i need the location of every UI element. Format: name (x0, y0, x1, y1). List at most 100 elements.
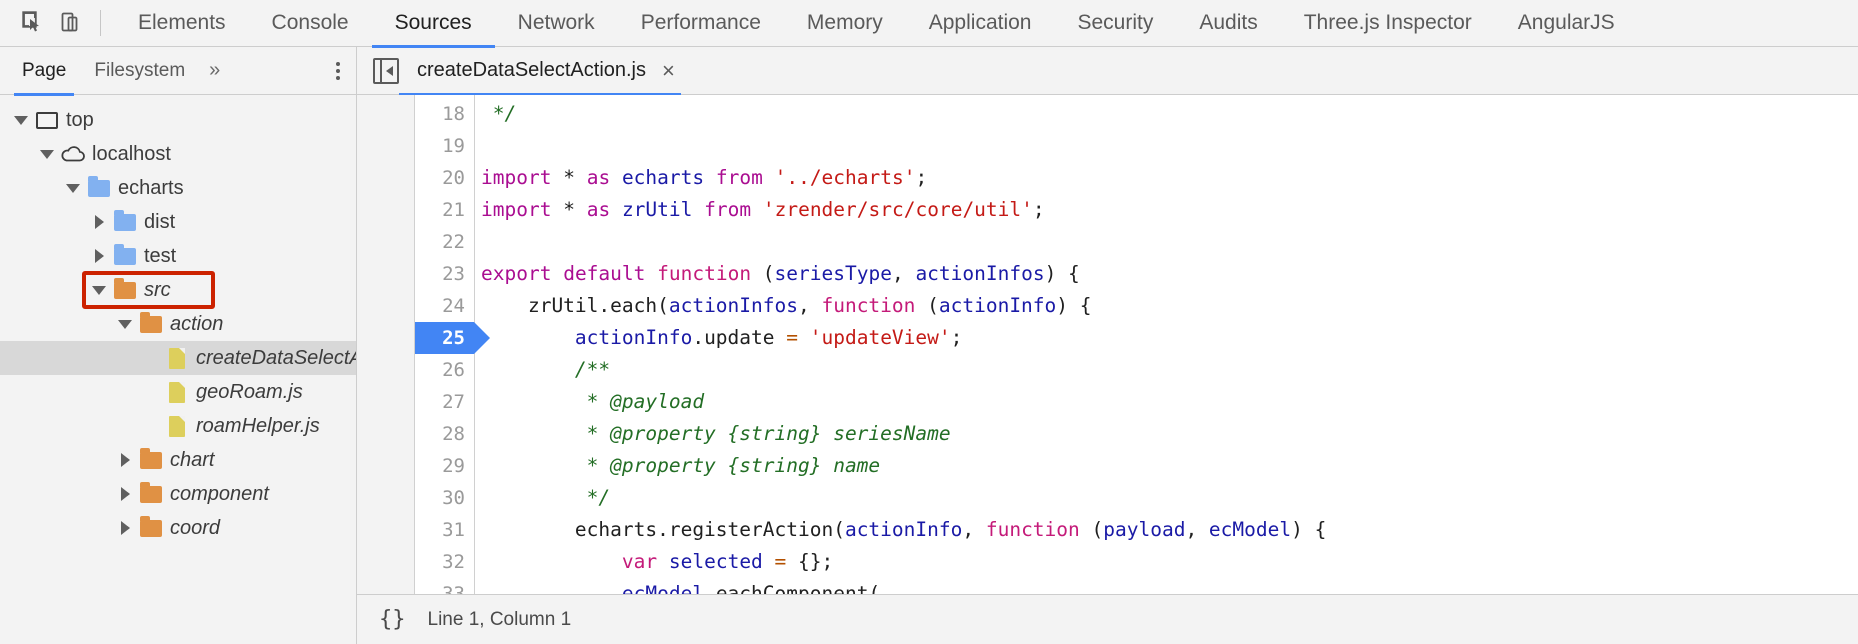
code-token: selected (668, 550, 763, 573)
chevron-right-icon[interactable] (88, 249, 110, 263)
line-number[interactable]: 30 (442, 487, 465, 509)
nav-tab-page[interactable]: Page (8, 47, 80, 96)
code-line[interactable]: import * as echarts from '../echarts'; (481, 162, 1858, 194)
tab-elements[interactable]: Elements (138, 11, 226, 34)
nav-tab-filesystem[interactable]: Filesystem (94, 59, 186, 81)
code-token: /** (481, 358, 611, 381)
code-token: actionInfos (668, 294, 798, 317)
line-number[interactable]: 27 (442, 391, 465, 413)
code-line[interactable] (481, 226, 1858, 258)
chevron-down-icon[interactable] (36, 149, 58, 159)
code-line[interactable]: var selected = {}; (481, 546, 1858, 578)
tree-item-label: geoRoam.js (196, 380, 303, 403)
line-number[interactable]: 26 (442, 359, 465, 381)
chevron-right-icon[interactable] (114, 487, 136, 501)
line-number[interactable]: 23 (442, 263, 465, 285)
tab-network[interactable]: Network (517, 11, 595, 34)
tree-item-createdataselectaction-js[interactable]: createDataSelectAction.js (0, 341, 356, 375)
tree-item-localhost[interactable]: localhost (0, 137, 356, 171)
tab-sources[interactable]: Sources (371, 0, 495, 48)
tree-item-label: coord (170, 516, 221, 539)
code-content[interactable]: */ import * as echarts from '../echarts'… (475, 95, 1858, 594)
code-token: .eachComponent( (704, 582, 881, 594)
tree-item-coord[interactable]: coord (0, 511, 356, 545)
chevron-down-icon[interactable] (10, 115, 32, 125)
code-line[interactable]: */ (481, 482, 1858, 514)
more-tabs-icon[interactable]: » (209, 59, 221, 81)
folder-icon (136, 447, 166, 469)
chevron-right-icon[interactable] (88, 215, 110, 229)
code-token: from (704, 198, 752, 221)
code-editor[interactable]: 181920212223242526272829303132333435 */ … (357, 95, 1858, 594)
tab-memory[interactable]: Memory (806, 11, 883, 34)
tab-threejs-inspector[interactable]: Three.js Inspector (1303, 11, 1472, 34)
editor-tab-createdataselectaction[interactable]: createDataSelectAction.js × (399, 47, 681, 96)
tab-console[interactable]: Console (271, 11, 349, 34)
folder-icon (110, 277, 140, 299)
tree-item-top[interactable]: top (0, 103, 356, 137)
code-line[interactable]: echarts.registerAction(actionInfo, funct… (481, 514, 1858, 546)
tree-item-georoam-js[interactable]: geoRoam.js (0, 375, 356, 409)
chevron-down-icon[interactable] (114, 319, 136, 329)
code-line[interactable] (481, 130, 1858, 162)
code-line[interactable]: export default function (seriesType, act… (481, 258, 1858, 290)
tree-item-src[interactable]: src (0, 273, 356, 307)
code-token: , (797, 294, 822, 317)
line-number[interactable]: 29 (442, 455, 465, 477)
line-number[interactable]: 28 (442, 423, 465, 445)
chevron-right-icon[interactable] (114, 453, 136, 467)
code-token (798, 326, 810, 349)
line-number[interactable]: 20 (442, 167, 465, 189)
collapse-sidebar-icon[interactable] (373, 57, 399, 84)
tab-angularjs[interactable]: AngularJS (1517, 11, 1615, 34)
line-number[interactable]: 22 (442, 231, 465, 253)
toolbar-divider (100, 10, 101, 36)
tab-audits[interactable]: Audits (1199, 11, 1258, 34)
code-token: var (621, 550, 658, 573)
code-line[interactable]: zrUtil.each(actionInfos, function (actio… (481, 290, 1858, 322)
tree-item-label: chart (170, 448, 215, 471)
tab-security[interactable]: Security (1077, 11, 1154, 34)
tree-item-chart[interactable]: chart (0, 443, 356, 477)
tree-item-roamhelper-js[interactable]: roamHelper.js (0, 409, 356, 443)
tab-performance[interactable]: Performance (640, 11, 761, 34)
line-number-gutter[interactable]: 181920212223242526272829303132333435 (415, 95, 490, 594)
close-icon[interactable]: × (662, 57, 675, 83)
line-number[interactable]: 31 (442, 519, 465, 541)
code-token: , (1185, 518, 1209, 541)
line-number[interactable]: 32 (442, 551, 465, 573)
line-number[interactable]: 25 (415, 322, 490, 354)
line-number[interactable]: 21 (442, 199, 465, 221)
code-line[interactable]: * @property {string} name (481, 450, 1858, 482)
line-number[interactable]: 19 (442, 135, 465, 157)
tree-item-test[interactable]: test (0, 239, 356, 273)
tree-item-dist[interactable]: dist (0, 205, 356, 239)
line-number[interactable]: 18 (442, 103, 465, 125)
code-token: default (563, 262, 646, 285)
tree-item-component[interactable]: component (0, 477, 356, 511)
chevron-down-icon[interactable] (88, 285, 110, 295)
tree-item-echarts[interactable]: echarts (0, 171, 356, 205)
navigator-options-icon[interactable] (336, 61, 340, 80)
code-line[interactable]: */ (481, 98, 1858, 130)
code-token: ; (950, 326, 963, 349)
tab-application[interactable]: Application (928, 11, 1032, 34)
code-token: */ (481, 486, 611, 509)
pretty-print-icon[interactable]: {} (379, 607, 406, 632)
inspect-element-icon[interactable] (14, 4, 52, 42)
code-line[interactable]: actionInfo.update = 'updateView'; (481, 322, 1858, 354)
code-line[interactable]: import * as zrUtil from 'zrender/src/cor… (481, 194, 1858, 226)
code-token: * (563, 166, 575, 189)
code-line[interactable]: ecModel.eachComponent( (481, 578, 1858, 594)
code-line[interactable]: * @payload (481, 386, 1858, 418)
chevron-right-icon[interactable] (114, 521, 136, 535)
device-toolbar-icon[interactable] (52, 4, 90, 42)
code-line[interactable]: * @property {string} seriesName (481, 418, 1858, 450)
tree-item-action[interactable]: action (0, 307, 356, 341)
chevron-down-icon[interactable] (62, 183, 84, 193)
line-number[interactable]: 33 (442, 583, 465, 594)
code-line[interactable]: /** (481, 354, 1858, 386)
code-token (692, 198, 704, 221)
code-token: ) { (1044, 262, 1080, 285)
line-number[interactable]: 24 (442, 295, 465, 317)
